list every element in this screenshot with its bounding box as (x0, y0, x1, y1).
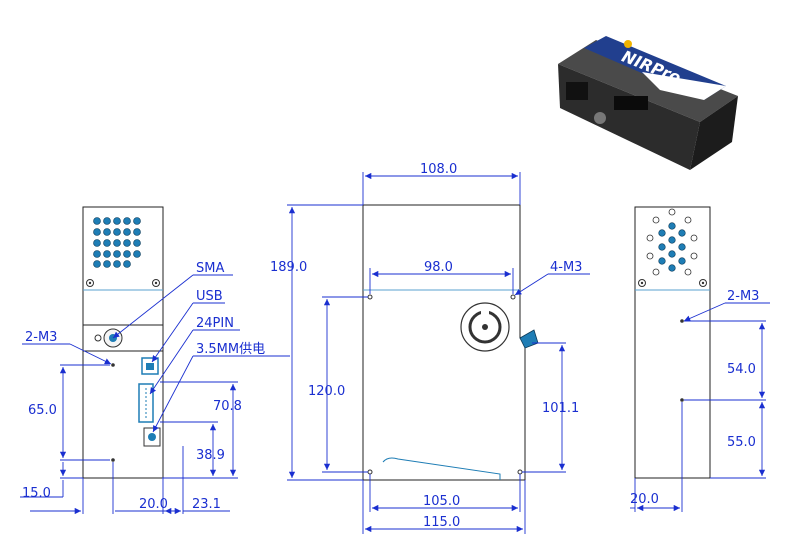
right-annotations: 2-M3 54.0 55.0 20.0 (630, 289, 770, 512)
dim-65: 65.0 (28, 403, 57, 418)
right-vent (658, 222, 686, 272)
label-front-holes: 4-M3 (550, 260, 582, 275)
right-side-view (634, 206, 711, 479)
label-usb: USB (196, 289, 223, 304)
dim-55: 55.0 (727, 435, 756, 450)
dim-front-height: 189.0 (270, 260, 307, 275)
dim-bottom-inner: 105.0 (423, 494, 460, 509)
label-left-holes: 2-M3 (25, 330, 57, 345)
dim-hole-span: 98.0 (424, 260, 453, 275)
front-annotations: 108.0 189.0 98.0 4-M3 120.0 101.1 105.0 (270, 162, 590, 534)
label-right-holes: 2-M3 (727, 289, 759, 304)
dim-23: 23.1 (192, 497, 221, 512)
front-view (362, 204, 539, 481)
dim-right-20: 20.0 (630, 492, 659, 507)
dim-38: 38.9 (196, 448, 225, 463)
dim-side: 101.1 (542, 401, 579, 416)
dim-bottom-outer: 115.0 (423, 515, 460, 530)
vent-grid (93, 217, 141, 268)
dim-20: 20.0 (139, 497, 168, 512)
label-sma: SMA (196, 261, 224, 276)
left-side-view (82, 206, 164, 479)
left-annotations: SMA USB 24PIN 3.5MM供电 2-M3 65.0 15.0 20.… (20, 261, 290, 515)
dim-15: 15.0 (22, 486, 51, 501)
label-24pin: 24PIN (196, 316, 234, 331)
label-power: 3.5MM供电 (196, 342, 265, 357)
dim-hole-vertical: 120.0 (308, 384, 345, 399)
product-image: NIRPro (558, 36, 738, 170)
dim-54: 54.0 (727, 362, 756, 377)
dim-70: 70.8 (213, 399, 242, 414)
dim-front-width: 108.0 (420, 162, 457, 177)
